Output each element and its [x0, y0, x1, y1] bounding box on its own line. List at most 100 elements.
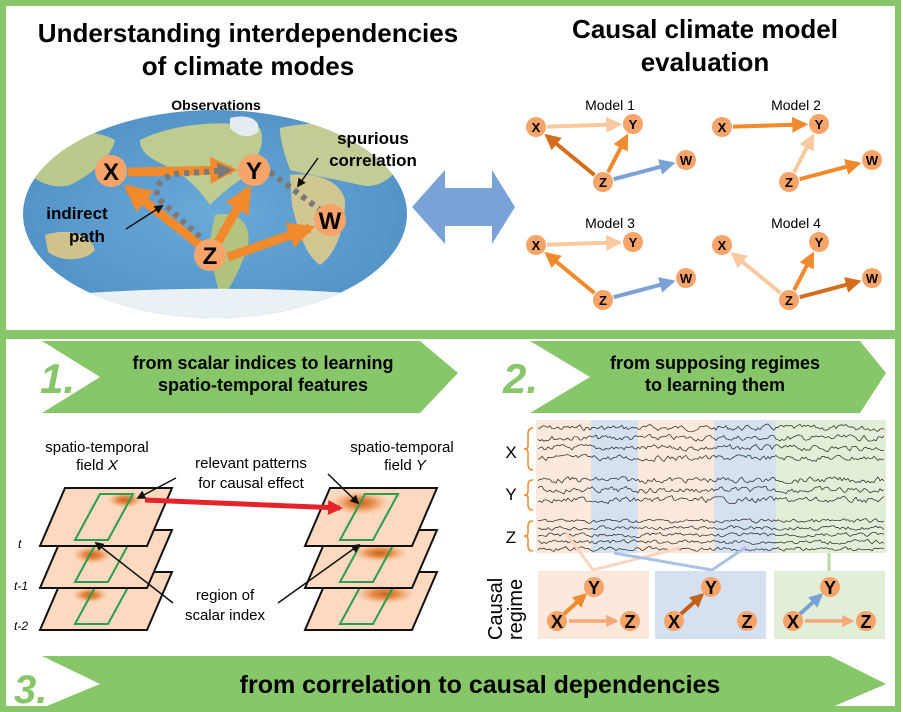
step1-banner-line1: from scalar indices to learning: [132, 353, 393, 373]
time-label-t-1: t-1: [14, 579, 28, 593]
node-label-w: W: [680, 153, 693, 168]
node-label-z: Z: [599, 175, 607, 190]
time-plane: [38, 487, 174, 547]
node-label-x: X: [718, 238, 727, 253]
time-series: [537, 423, 885, 552]
node-y: [584, 577, 604, 597]
step2-banner-line2: to learning them: [645, 375, 785, 395]
node-label-x: X: [787, 612, 799, 632]
node-label-x: X: [532, 120, 541, 135]
bottom-panel-frame: [0, 333, 901, 712]
node-label-y: Y: [588, 578, 600, 598]
node-y: [238, 154, 270, 186]
series-line: [537, 443, 884, 452]
band-regime-green: [776, 420, 886, 553]
node-y: [623, 114, 643, 134]
step3-banner-text: from correlation to causal dependencies: [240, 671, 721, 699]
step3-panel: 3. from correlation to causal dependenci…: [14, 656, 886, 712]
node-z: [856, 611, 876, 631]
field-x-label-line2: field X: [76, 457, 119, 474]
arrow-z-to-w: [226, 222, 316, 262]
node-w: [676, 268, 696, 288]
spurious-link-dotted: [268, 169, 325, 215]
node-y: [701, 577, 721, 597]
node-label-x: X: [532, 238, 541, 253]
field-y-label-line1: spatio-temporal: [350, 439, 453, 456]
pointer-region-x: [94, 541, 174, 604]
series-label-y: Y: [505, 485, 516, 504]
node-label-x: X: [668, 612, 680, 632]
spurious-label-line2: correlation: [329, 151, 417, 170]
indirect-label-line1: indirect: [46, 204, 108, 223]
node-y: [623, 232, 643, 252]
step1-banner-line2: spatio-temporal features: [158, 375, 368, 395]
node-z: [593, 172, 613, 192]
edge-z-to-x: [544, 251, 596, 295]
edge-z-to-w: [799, 277, 862, 300]
series-line: [537, 433, 885, 442]
edge-z-to-y: [606, 133, 629, 174]
step3-banner: [42, 656, 886, 708]
step3-number: 3.: [14, 668, 47, 712]
model-evaluation-panel: Causal climate model evaluation Model 1X…: [526, 14, 882, 310]
arrow-z-to-y: [214, 185, 252, 245]
node-z: [194, 239, 226, 271]
compare-double-arrow-icon: [412, 170, 515, 244]
time-label-t-2: t-2: [14, 619, 28, 633]
node-x: [712, 235, 732, 255]
node-x: [547, 611, 567, 631]
node-label-z: Z: [599, 293, 607, 308]
time-label-t: t: [18, 537, 22, 551]
node-label-x: X: [103, 159, 119, 186]
step2-panel: 2. from supposing regimes to learning th…: [485, 341, 886, 640]
step1-banner: [42, 341, 458, 413]
node-label-z: Z: [742, 612, 753, 632]
node-x: [712, 117, 732, 137]
relevant-patterns-label-line2: for causal effect: [198, 475, 304, 492]
model-label: Model 2: [771, 97, 821, 113]
node-z: [779, 290, 799, 310]
node-w: [314, 204, 346, 236]
scalar-index-region: [338, 493, 400, 541]
bracket-y: [523, 479, 534, 511]
node-label-z: Z: [785, 293, 793, 308]
node-z: [593, 290, 613, 310]
step2-number: 2.: [502, 355, 538, 402]
bracket-x: [523, 427, 534, 471]
node-label-w: W: [866, 271, 879, 286]
spurious-label-line1: spurious: [337, 129, 409, 148]
relevant-patterns-label-line1: relevant patterns: [195, 455, 307, 472]
node-label-z: Z: [861, 612, 872, 632]
node-y: [820, 577, 840, 597]
node-label-y: Y: [705, 578, 717, 598]
spurious-pointer-arrow: [296, 157, 319, 188]
panel-title-line1: Causal climate model: [572, 14, 838, 44]
series-line: [537, 485, 885, 495]
node-x: [526, 117, 546, 137]
node-label-w: W: [680, 271, 693, 286]
node-x: [664, 611, 684, 631]
climate-modes-panel: Understanding interdependencies of clima…: [23, 18, 458, 318]
region-label-line1: region of: [196, 587, 255, 604]
edge-z-to-x: [544, 133, 596, 177]
node-label-w: W: [866, 153, 879, 168]
band-regime-blue: [591, 420, 638, 553]
map-label: Observations: [171, 97, 261, 113]
node-label-z: Z: [785, 175, 793, 190]
panel-title-line2: evaluation: [641, 47, 770, 77]
model-label: Model 3: [585, 215, 635, 231]
node-label-y: Y: [629, 117, 638, 132]
node-y: [809, 114, 829, 134]
field-x-stack: [38, 487, 174, 631]
pointer-region-y: [277, 543, 361, 604]
edge-z-to-w: [613, 277, 676, 300]
node-label-y: Y: [815, 117, 824, 132]
regime-axis-label-line2: regime: [505, 579, 527, 640]
node-x: [95, 155, 127, 187]
edge-z-to-x: [730, 251, 782, 295]
